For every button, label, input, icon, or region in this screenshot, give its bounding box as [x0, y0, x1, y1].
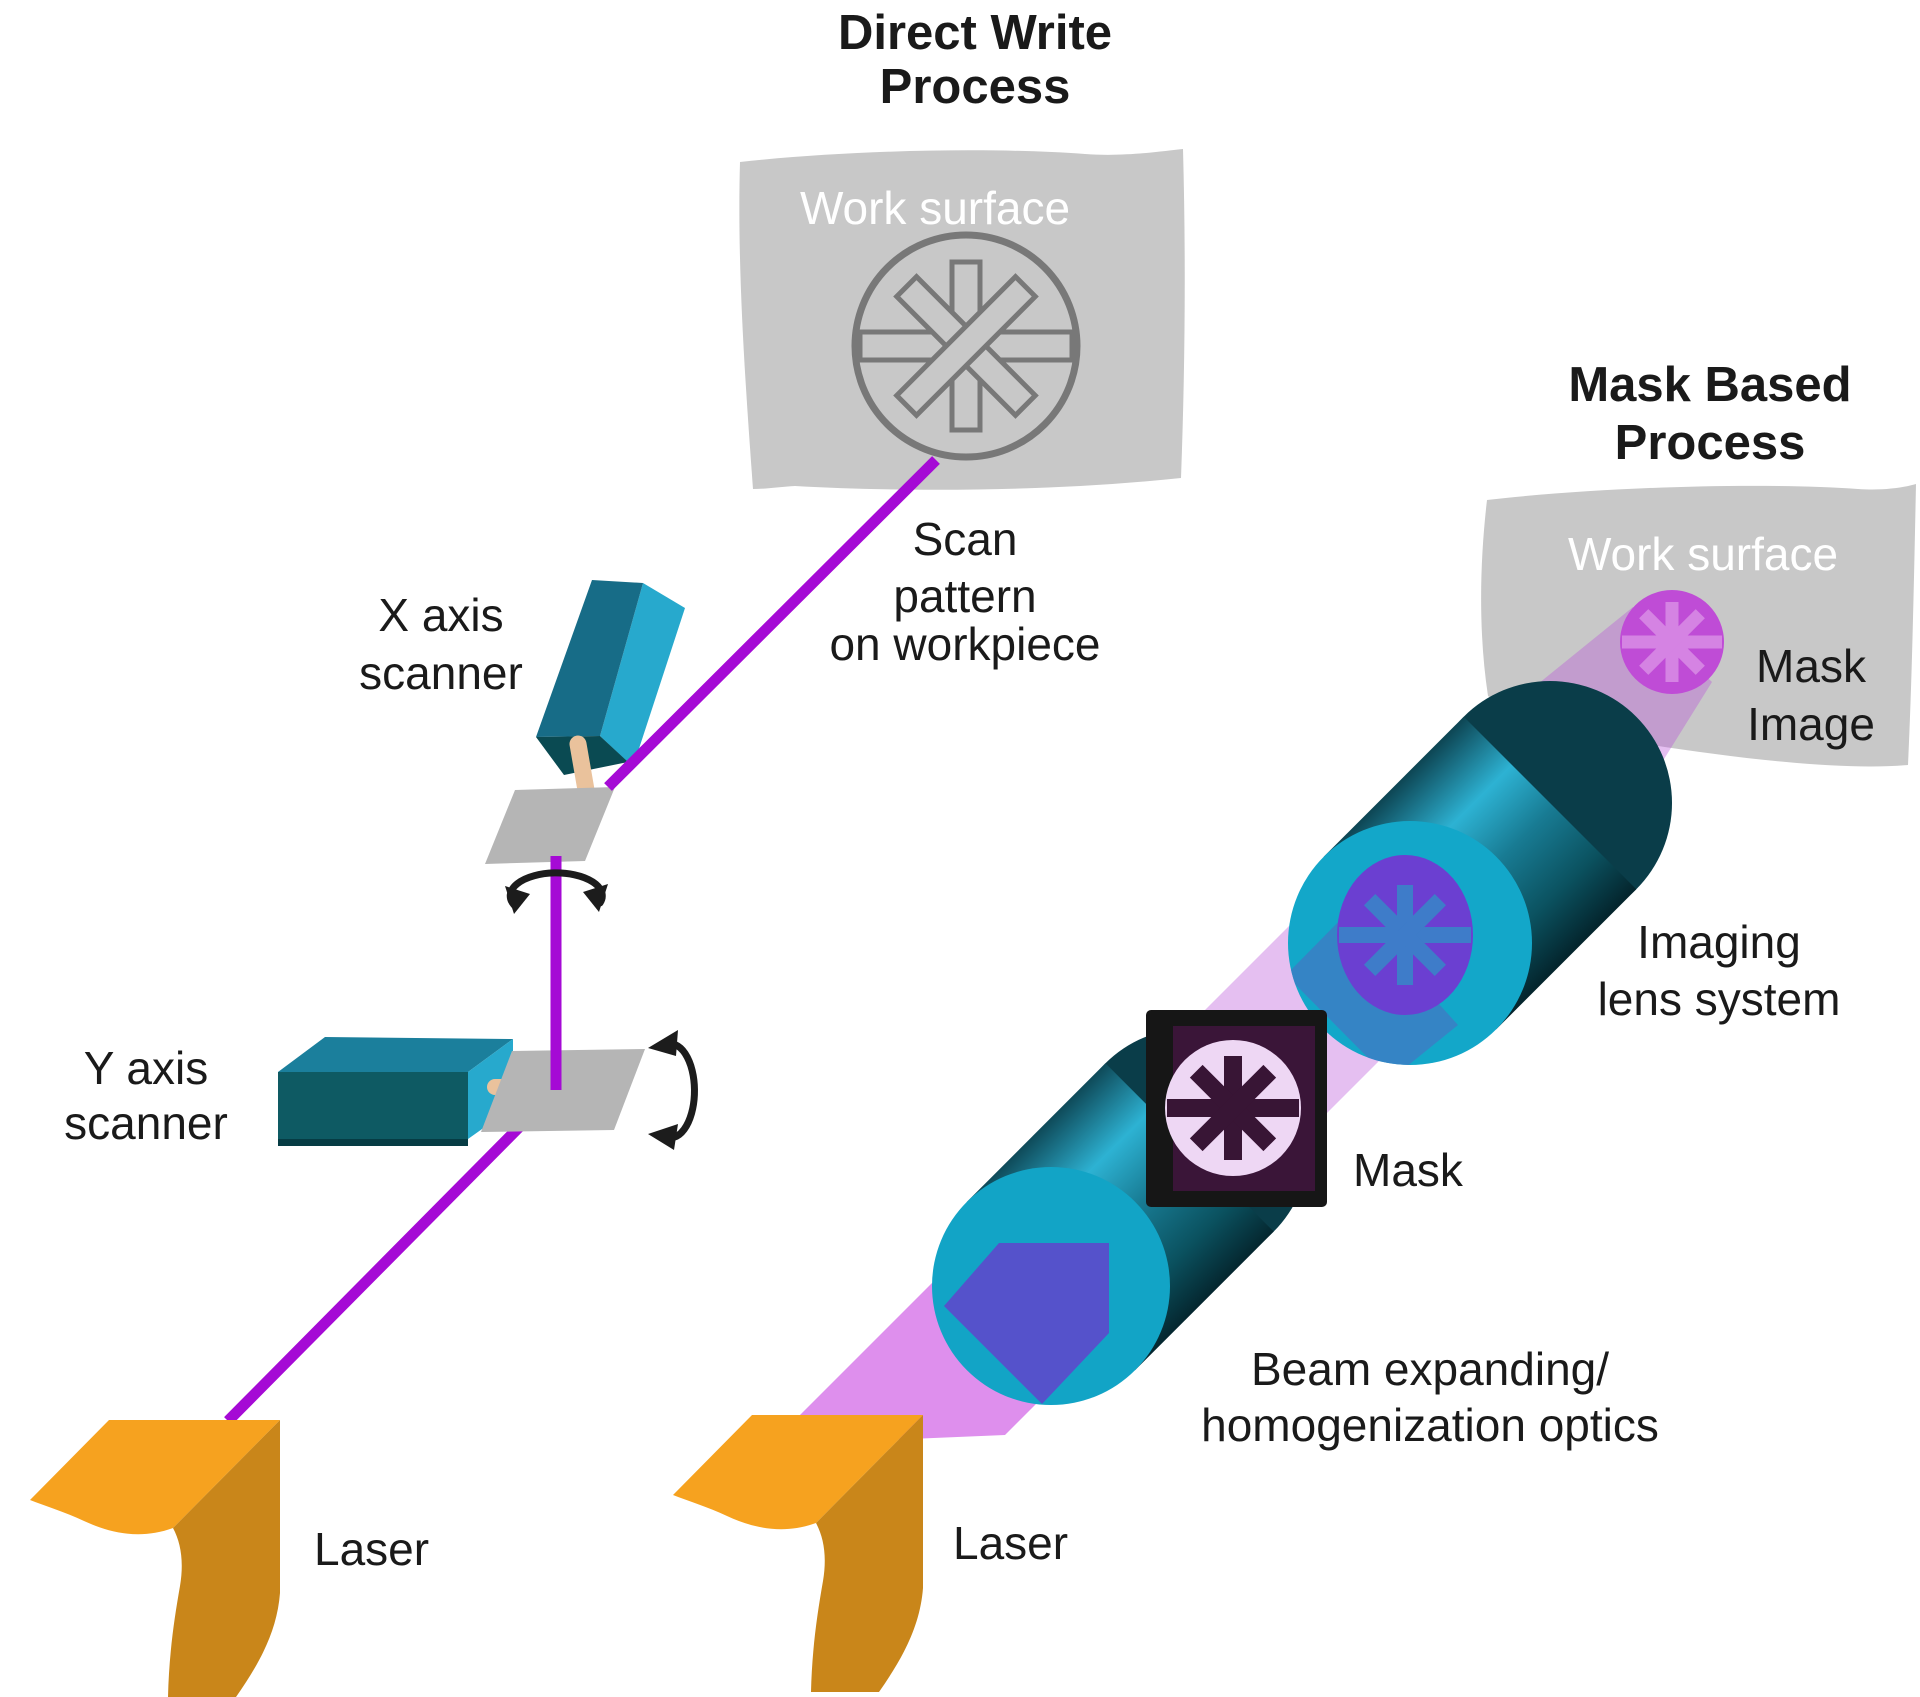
imaging-lens-label-line1: Imaging — [1637, 916, 1801, 968]
asterisk-bar — [893, 273, 1039, 419]
beam-laser-to-y — [224, 1086, 560, 1425]
y-axis-scanner — [278, 1037, 645, 1146]
mask-based-title-line2: Process — [1615, 416, 1806, 470]
direct-write-section: Direct Write Process Work surface Scan p… — [30, 6, 1185, 1697]
beam-optics-label-line2: homogenization optics — [1201, 1399, 1659, 1451]
mask-based-title-line1: Mask Based — [1568, 358, 1851, 412]
beam-optics-label-line1: Beam expanding/ — [1251, 1343, 1609, 1395]
mask-plate — [1146, 1010, 1327, 1207]
laser-right — [673, 1415, 923, 1692]
laser-left — [30, 1420, 280, 1697]
x-mirror — [485, 787, 615, 864]
scan-pattern-label-line3: on workpiece — [829, 618, 1100, 670]
laser-left-label: Laser — [314, 1523, 429, 1575]
mask-label: Mask — [1353, 1144, 1464, 1196]
direct-write-title-line1: Direct Write — [838, 6, 1112, 60]
scan-pattern-label-line1: Scan — [913, 513, 1018, 565]
x-scanner-label-line2: scanner — [359, 647, 523, 699]
scan-pattern-icon — [851, 231, 1081, 461]
y-scanner-label-line2: scanner — [64, 1097, 228, 1149]
beam-path-left — [224, 456, 940, 1425]
y-rotation-arrow-icon — [648, 1030, 698, 1150]
work-surface-right-label: Work surface — [1568, 528, 1838, 580]
x-mirror-shaft — [569, 735, 595, 799]
mask-image-label-line1: Mask — [1756, 640, 1867, 692]
mask-image-label-line2: Image — [1747, 698, 1875, 750]
x-axis-scanner — [485, 580, 685, 864]
beam-x-to-surface — [604, 456, 940, 791]
imaging-lens-label-line2: lens system — [1598, 973, 1841, 1025]
lens-mask-image-icon — [1337, 855, 1473, 1015]
scan-pattern-label-line2: pattern — [893, 570, 1036, 622]
asterisk-bar — [1639, 609, 1705, 675]
asterisk-bar — [1363, 893, 1447, 977]
laser-right-label: Laser — [953, 1517, 1068, 1569]
mask-based-section: Mask Based Process Work surface Mask Ima… — [673, 358, 1916, 1692]
work-surface-left-label: Work surface — [800, 182, 1070, 234]
x-scanner-label-line1: X axis — [378, 589, 503, 641]
y-scanner-label-line1: Y axis — [84, 1042, 208, 1094]
direct-write-title-line2: Process — [880, 60, 1071, 114]
mask-image-icon — [1620, 590, 1724, 694]
x-rotation-arrow-icon — [505, 869, 608, 914]
beam-square-profile — [944, 1243, 1109, 1404]
asterisk-bar — [1189, 1064, 1277, 1152]
y-mirror — [481, 1049, 645, 1132]
